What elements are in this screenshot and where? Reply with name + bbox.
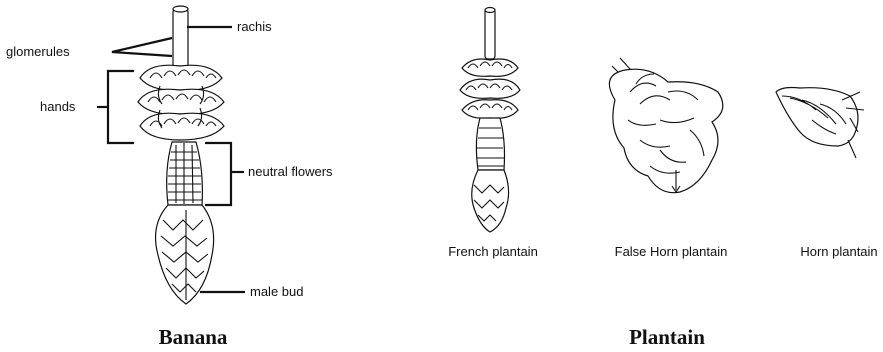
male-bud <box>156 205 214 304</box>
rachis-top <box>173 6 188 12</box>
neutral-flowers-section <box>167 142 203 205</box>
false-horn-plantain-illustration: False Horn plantain <box>609 58 727 259</box>
banana-hands <box>138 65 224 140</box>
horn-plantain-label: Horn plantain <box>800 244 877 259</box>
hands-label: hands <box>40 99 76 114</box>
horn-plantain-illustration: Horn plantain <box>776 88 878 260</box>
glomerules-leader <box>112 38 172 56</box>
plantain-caption: Plantain <box>629 325 705 349</box>
glomerules-label: glomerules <box>6 44 70 59</box>
neutral-flowers-label: neutral flowers <box>248 164 333 179</box>
banana-caption: Banana <box>159 325 228 349</box>
neutral-flowers-bracket <box>205 143 231 205</box>
hands-bracket <box>108 71 134 143</box>
french-plantain-label: French plantain <box>448 244 538 259</box>
false-horn-plantain-label: False Horn plantain <box>615 244 728 259</box>
rachis-stalk <box>173 8 188 70</box>
male-bud-label: male bud <box>250 284 303 299</box>
banana-illustration: rachis glomerules hands neutral flowers … <box>6 6 333 349</box>
french-plantain-illustration: French plantain <box>448 8 538 260</box>
rachis-label: rachis <box>237 19 272 34</box>
